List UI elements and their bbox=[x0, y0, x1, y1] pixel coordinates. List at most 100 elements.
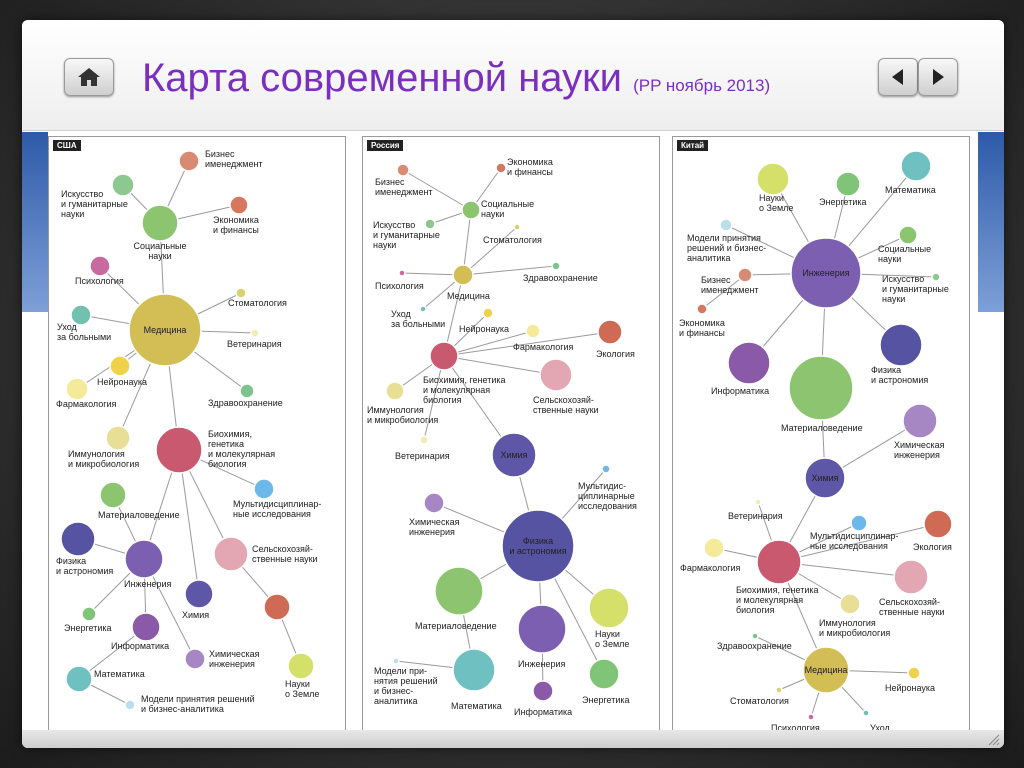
node-label-line: Химическая bbox=[409, 517, 460, 527]
node-label-line: именеджмент bbox=[205, 159, 263, 169]
node-label-line: Материаловедение bbox=[781, 423, 863, 433]
node-dec bbox=[719, 218, 733, 232]
node-label-line: Энергетика bbox=[64, 623, 112, 633]
node-label-line: ные исследования bbox=[233, 509, 311, 519]
node-label-line: о Земле bbox=[285, 689, 319, 699]
node-chem bbox=[804, 457, 846, 499]
node-label-line: и гуманитарные bbox=[373, 230, 440, 240]
node-label-chem: Химия bbox=[182, 610, 209, 620]
node-label-line: биология bbox=[423, 395, 462, 405]
node-label-line: Химическая bbox=[209, 649, 260, 659]
node-label-line: Бизнес bbox=[375, 177, 405, 187]
node-dent bbox=[775, 686, 783, 694]
node-label-matsci: Материаловедение bbox=[98, 510, 180, 520]
node-ecol bbox=[263, 593, 291, 621]
node-label-line: Сельскохозяй- bbox=[879, 597, 940, 607]
node-label-line: Нейронаука bbox=[885, 683, 935, 693]
node-label-neuro: Нейронаука bbox=[459, 324, 509, 334]
node-dent bbox=[513, 223, 521, 231]
node-label-line: Ветеринария bbox=[227, 339, 282, 349]
node-label-line: инженерия bbox=[209, 659, 255, 669]
node-label-line: Психология bbox=[771, 723, 820, 731]
node-agri bbox=[539, 358, 573, 392]
node-label-line: Экология bbox=[596, 349, 635, 359]
node-label-eng: Инженерия bbox=[802, 268, 849, 278]
node-label-line: Социальные bbox=[878, 244, 931, 254]
node-label-line: именеджмент bbox=[375, 187, 433, 197]
node-math bbox=[452, 648, 496, 692]
node-label-med: Медицина bbox=[144, 325, 187, 335]
node-label-line: Здравоохранение bbox=[717, 641, 792, 651]
node-med bbox=[802, 646, 850, 694]
node-label-pharm: Фармакология bbox=[680, 563, 741, 573]
node-label-math: Математика bbox=[451, 701, 502, 711]
node-label-line: науки bbox=[882, 294, 905, 304]
node-dec bbox=[124, 699, 136, 711]
node-energy bbox=[835, 171, 861, 197]
node-math bbox=[900, 150, 932, 182]
node-label-line: Биохимия, bbox=[208, 429, 252, 439]
node-label-med: Медицина bbox=[805, 665, 848, 675]
node-label-line: Фармакология bbox=[680, 563, 741, 573]
node-health bbox=[239, 383, 255, 399]
home-button[interactable] bbox=[64, 58, 114, 96]
previous-slide-button[interactable] bbox=[878, 58, 918, 96]
node-label-line: Инженерия bbox=[124, 579, 171, 589]
node-chemeng bbox=[423, 492, 445, 514]
node-label-line: Биохимия, генетика bbox=[423, 375, 506, 385]
node-matsci bbox=[99, 481, 127, 509]
node-neuro bbox=[482, 307, 494, 319]
node-label-line: Мультидисциплинар- bbox=[810, 531, 898, 541]
node-label-line: аналитика bbox=[687, 253, 731, 263]
node-label-line: аналитика bbox=[374, 696, 418, 706]
node-phys bbox=[501, 509, 575, 583]
node-imm bbox=[385, 381, 405, 401]
node-energy bbox=[588, 658, 620, 690]
edge-bio-ecol bbox=[443, 331, 611, 357]
node-label-eng: Инженерия bbox=[518, 659, 565, 669]
node-label-line: Ветеринария bbox=[728, 511, 783, 521]
node-biz bbox=[737, 267, 753, 283]
node-care bbox=[70, 304, 92, 326]
node-label-matsci: Материаловедение bbox=[781, 423, 863, 433]
node-label-dent: Стоматология bbox=[730, 696, 789, 706]
node-health bbox=[551, 261, 561, 271]
node-label-line: Фармакология bbox=[56, 399, 117, 409]
node-label-pharm: Фармакология bbox=[56, 399, 117, 409]
node-label-line: и финансы bbox=[507, 167, 553, 177]
edge-med-health bbox=[462, 265, 557, 276]
next-slide-button[interactable] bbox=[918, 58, 958, 96]
node-soc bbox=[461, 200, 481, 220]
node-label-line: Науки bbox=[759, 193, 784, 203]
node-label-psy: Психология bbox=[771, 723, 820, 731]
node-label-line: Искусство bbox=[882, 274, 924, 284]
node-label-line: Мультидис- bbox=[578, 481, 626, 491]
node-agri bbox=[893, 559, 929, 595]
node-bio bbox=[756, 539, 802, 585]
node-label-line: за больными bbox=[391, 319, 445, 329]
node-label-line: Бизнес bbox=[701, 275, 731, 285]
slide-footer bbox=[22, 730, 1004, 748]
node-label-eng: Инженерия bbox=[124, 579, 171, 589]
node-label-line: Информатика bbox=[711, 386, 769, 396]
node-label-line: Нейронаука bbox=[459, 324, 509, 334]
node-label-line: решений и бизнес- bbox=[687, 243, 766, 253]
node-label-line: Материаловедение bbox=[415, 621, 497, 631]
node-label-chem: Химия bbox=[811, 473, 838, 483]
node-label-line: Модели при- bbox=[374, 666, 427, 676]
node-label-line: нятия решений bbox=[374, 676, 438, 686]
node-art bbox=[424, 218, 436, 230]
node-soc bbox=[141, 204, 179, 242]
node-eco bbox=[229, 195, 249, 215]
node-care bbox=[419, 305, 427, 313]
